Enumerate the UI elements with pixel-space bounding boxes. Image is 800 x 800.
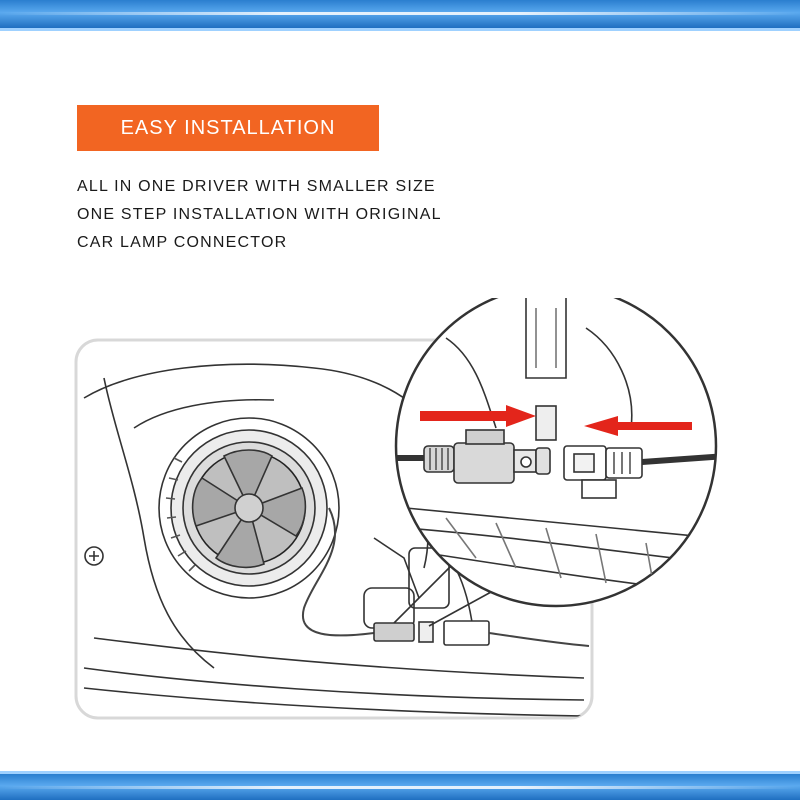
top-blue-band [0,0,800,31]
housing-left-line [103,377,215,669]
heading-text: EASY INSTALLATION [120,116,336,139]
heading-badge: EASY INSTALLATION [77,105,379,151]
description-line-1: ALL IN ONE DRIVER WITH SMALLER SIZE [77,178,436,195]
bottom-blue-band [0,771,800,800]
red-arrow-right-icon [420,405,536,427]
red-arrow-left-icon [584,416,692,436]
description-line-3: CAR LAMP CONNECTOR [77,234,288,251]
description-line-2: ONE STEP INSTALLATION WITH ORIGINAL [77,206,442,223]
connector-zoom-callout [394,298,718,608]
housing-bottom-line [93,637,585,679]
description: ALL IN ONE DRIVER WITH SMALLER SIZE ONE … [77,173,597,257]
